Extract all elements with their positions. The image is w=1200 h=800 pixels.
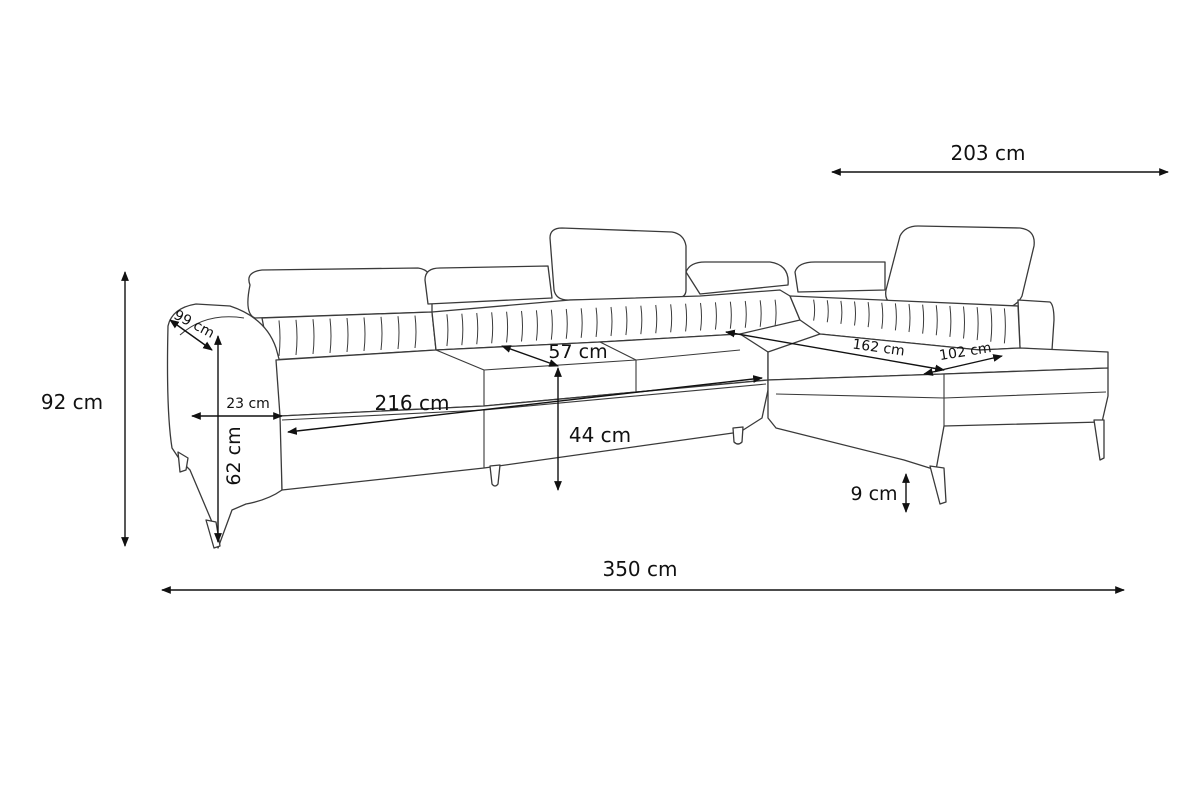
back-band-rib <box>595 307 598 337</box>
back-band-rib <box>329 318 332 354</box>
label-bed-length: 216 cm <box>374 391 449 415</box>
back-band-rib <box>580 308 583 338</box>
back-band-rib <box>714 302 717 330</box>
backrest-left-cushion <box>247 267 433 319</box>
back-band-rib <box>867 302 870 328</box>
back-band-rib <box>380 316 383 351</box>
back-band-rib <box>813 299 816 321</box>
back-band-rib <box>949 305 952 337</box>
dim-line-seat-depth <box>501 345 559 367</box>
backrest-middle-cushion <box>424 265 553 305</box>
label-armrest-width: 23 cm <box>226 396 270 412</box>
back-band-rib <box>854 301 856 326</box>
label-leg-height: 9 cm <box>850 483 897 505</box>
armrest-left <box>166 303 283 549</box>
back-band-rib <box>990 307 993 342</box>
leg-middle-1 <box>489 464 501 487</box>
dimension-lines <box>121 168 1169 594</box>
leg-chaise-rear <box>1093 419 1105 461</box>
back-band-rib <box>881 302 884 329</box>
back-band-rib <box>625 306 628 336</box>
back-band-rib <box>963 306 965 339</box>
back-band-rib <box>491 312 494 344</box>
back-band-rib <box>461 313 464 346</box>
back-band-rib <box>744 300 747 328</box>
back-band-ribs <box>278 299 1006 357</box>
back-band-rib <box>840 300 843 324</box>
sofa-drawing <box>166 225 1109 549</box>
dim-line-chaise-seat-width <box>923 354 1003 376</box>
back-band-rib <box>759 300 762 327</box>
back-band-rib <box>894 303 897 331</box>
back-band-rib <box>655 304 658 334</box>
leg-middle-2 <box>732 426 744 445</box>
back-band-rib <box>278 320 281 357</box>
back-band-rib <box>476 312 479 345</box>
label-height-total: 92 cm <box>41 390 103 414</box>
back-band-rib <box>312 319 315 355</box>
back-band-rib <box>414 315 417 349</box>
dim-line-armrest-depth <box>169 319 213 351</box>
back-band-rib <box>670 304 673 333</box>
chaise-side-front <box>767 367 1109 471</box>
back-band-rib <box>295 319 298 356</box>
back-band-rib <box>397 316 400 350</box>
dim-line-bed-length <box>287 375 763 435</box>
back-band-rib <box>640 305 643 335</box>
label-seat-height: 44 cm <box>569 423 631 447</box>
label-width-total: 350 cm <box>602 557 677 581</box>
leg-rear-left <box>177 451 189 473</box>
label-chaise-width: 203 cm <box>950 141 1025 165</box>
back-band-rib <box>565 308 568 339</box>
backrest-right-cushion <box>794 261 886 293</box>
back-band-rib <box>446 314 449 347</box>
back-band-rib <box>535 310 538 341</box>
label-seat-depth: 57 cm <box>548 341 607 363</box>
back-band-rib <box>610 306 613 337</box>
label-chaise-length: 162 cm <box>851 336 905 359</box>
chaise-backrest-end <box>1017 299 1055 351</box>
chaise-top-edge <box>775 391 1107 399</box>
back-band-rib <box>346 317 349 353</box>
headrest-left <box>549 227 687 301</box>
back-band-rib <box>774 299 777 326</box>
back-band-rib <box>729 301 732 329</box>
leg-chaise-front <box>929 465 947 505</box>
back-band-rib <box>1003 308 1006 344</box>
back-band-rib <box>521 310 523 342</box>
backrest-corner-cushion <box>685 261 789 295</box>
dimension-labels: 203 cm 92 cm 350 cm 99 cm 23 cm 62 cm 21… <box>41 141 1026 581</box>
back-band-rib <box>685 303 688 332</box>
back-band-rib <box>976 307 979 341</box>
back-band-rib <box>826 300 829 323</box>
headrest-right <box>885 225 1035 309</box>
dim-line-chaise-length <box>725 329 945 373</box>
back-band-rib <box>550 309 553 340</box>
label-back-height: 62 cm <box>223 426 245 485</box>
back-band-rib <box>700 302 702 331</box>
back-band-rib <box>506 311 509 343</box>
back-band-rib <box>363 317 366 352</box>
